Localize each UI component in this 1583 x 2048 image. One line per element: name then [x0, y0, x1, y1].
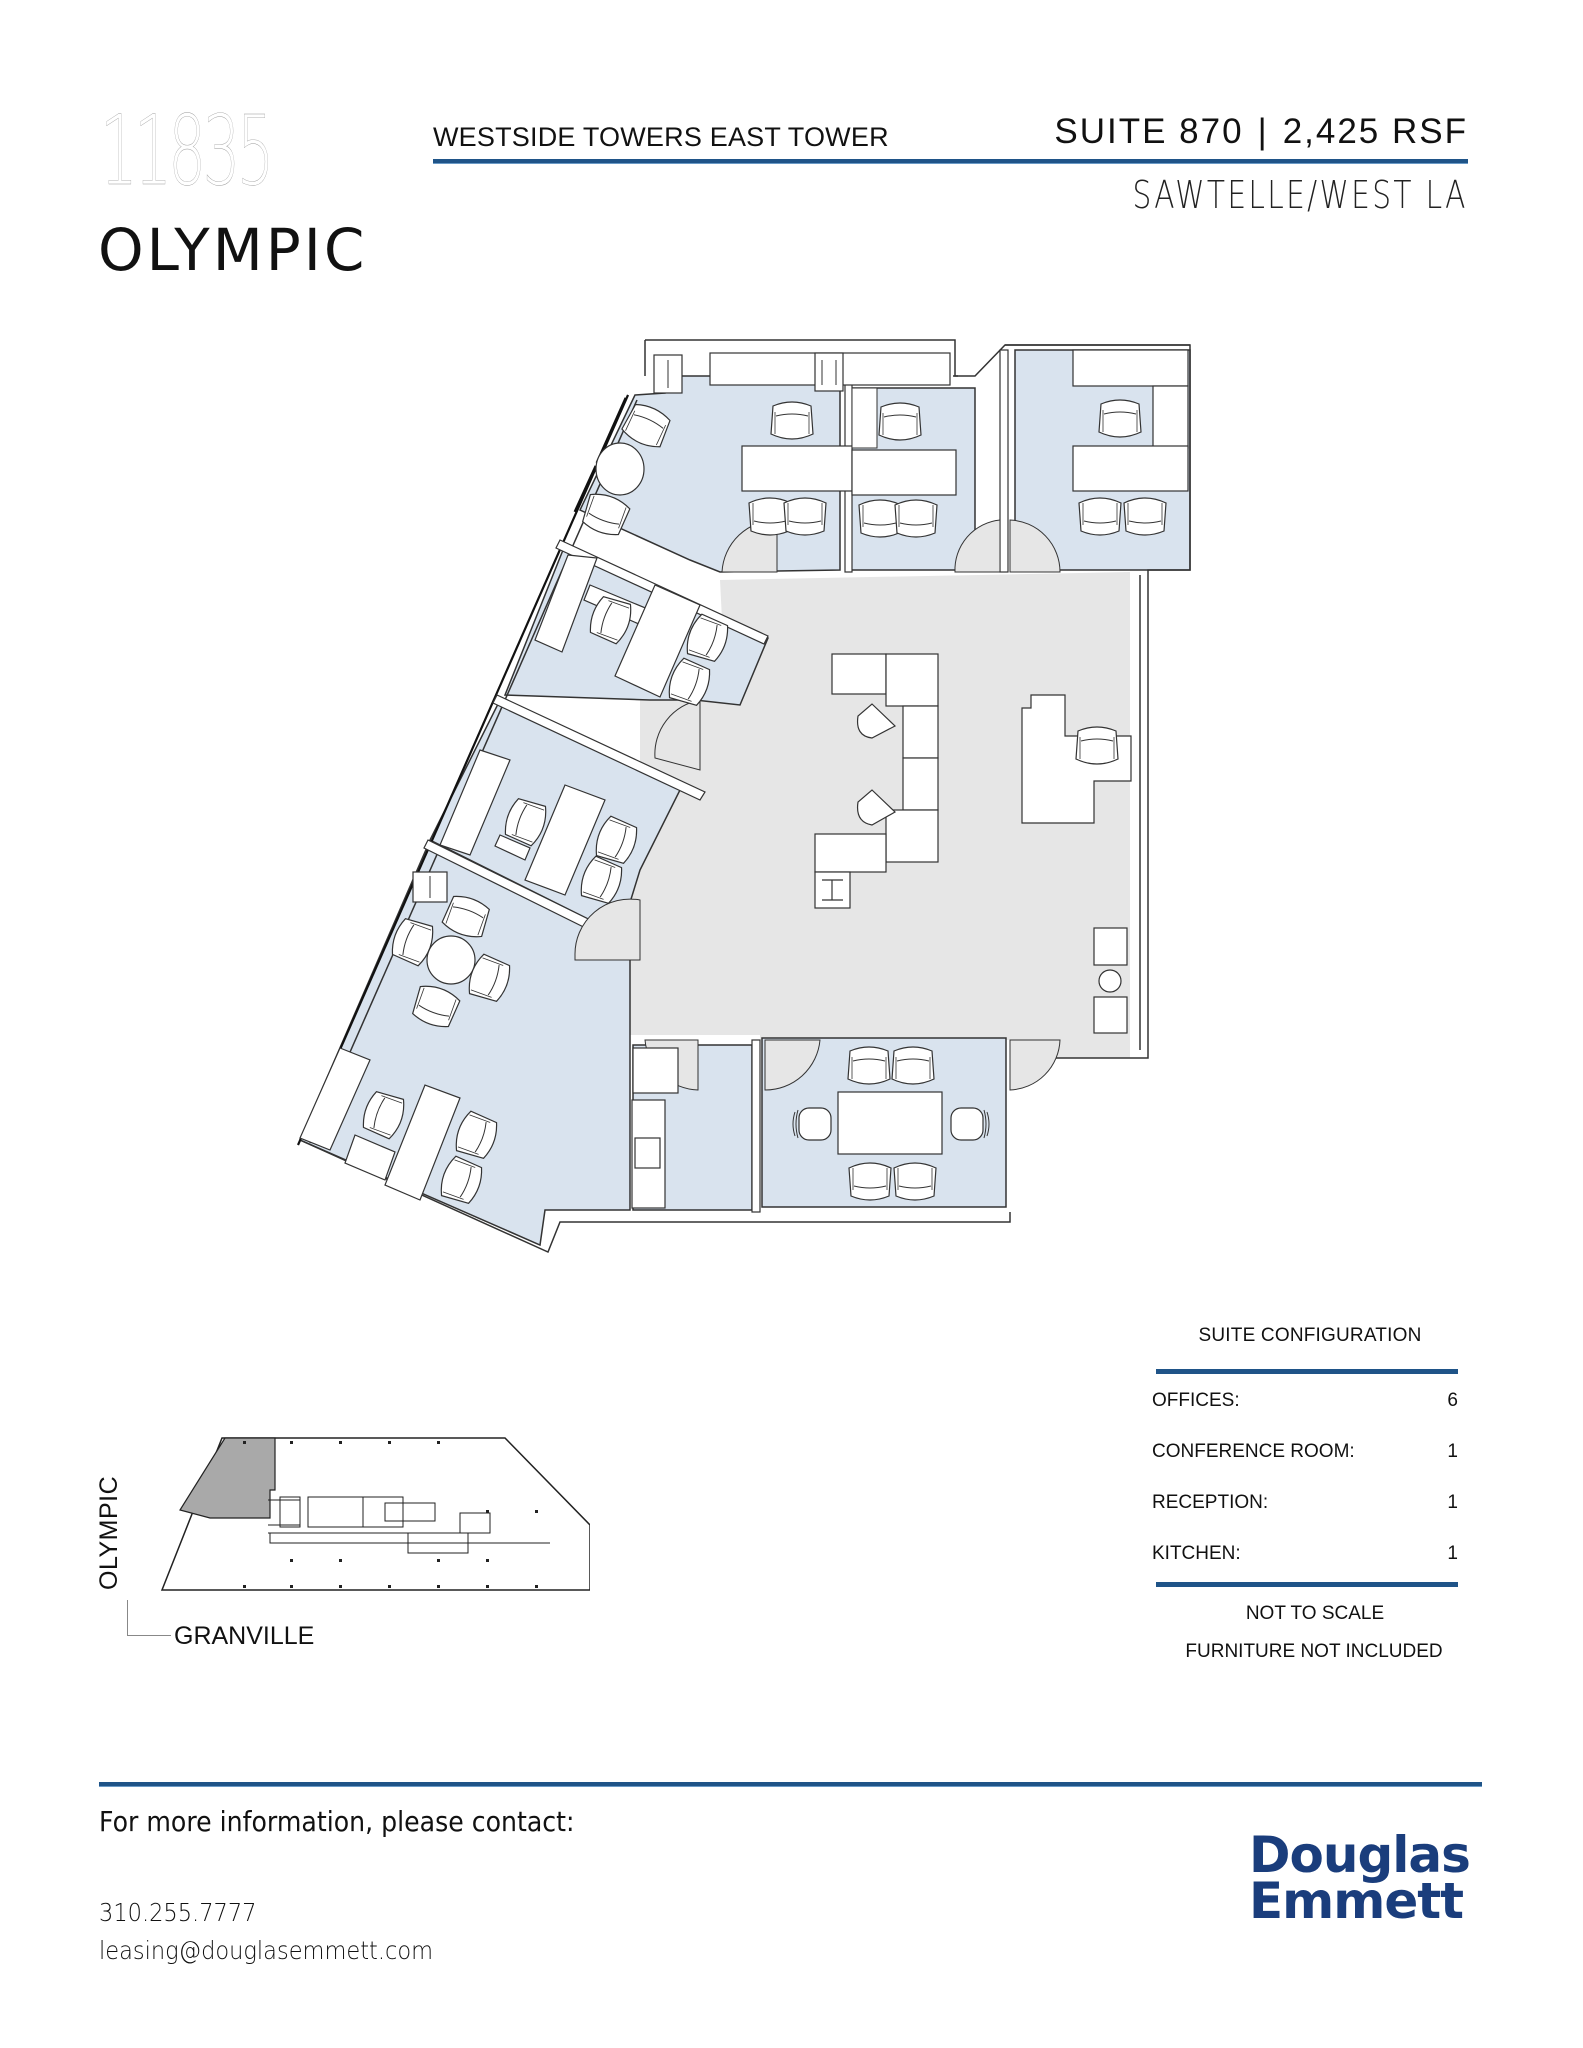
- office-5-furniture: [439, 749, 642, 908]
- suite-configuration: SUITE CONFIGURATION OFFICES: 6 CONFERENC…: [1152, 1325, 1458, 1663]
- office-2-furniture: [851, 387, 957, 538]
- footer-divider: [99, 1782, 1482, 1787]
- kitchen-furniture: [631, 1047, 679, 1209]
- contact-email[interactable]: leasing@douglasemmett.com: [99, 1936, 434, 1965]
- config-title: SUITE CONFIGURATION: [1198, 1325, 1422, 1346]
- config-value: 6: [1447, 1390, 1458, 1411]
- config-label: KITCHEN:: [1152, 1543, 1241, 1564]
- config-row-offices: OFFICES: 6: [1152, 1390, 1458, 1443]
- config-label: OFFICES:: [1152, 1390, 1240, 1411]
- office-1-furniture: [578, 352, 951, 540]
- config-value: 1: [1447, 1492, 1458, 1513]
- config-row-conference: CONFERENCE ROOM: 1: [1152, 1441, 1458, 1494]
- address-number: 11835: [100, 95, 275, 207]
- config-label: RECEPTION:: [1152, 1492, 1269, 1513]
- config-value: 1: [1447, 1441, 1458, 1462]
- note-not-to-scale: NOT TO SCALE: [1245, 1603, 1385, 1624]
- conference-furniture: [792, 1046, 990, 1201]
- address-street: OLYMPIC: [98, 216, 368, 284]
- config-value: 1: [1447, 1543, 1458, 1564]
- office-3-furniture: [1072, 349, 1189, 536]
- logo-line-1: Douglas: [1249, 1826, 1471, 1884]
- config-divider-top: [1156, 1369, 1458, 1374]
- config-divider-bottom: [1156, 1582, 1458, 1587]
- street-label-granville: GRANVILLE: [174, 1622, 315, 1650]
- note-furniture: FURNITURE NOT INCLUDED: [1185, 1641, 1443, 1662]
- floor-plan: [296, 339, 1191, 1254]
- suite-area: 2,425 RSF: [1282, 112, 1468, 151]
- config-row-kitchen: KITCHEN: 1: [1152, 1543, 1458, 1596]
- contact-heading: For more information, please contact:: [99, 1805, 575, 1838]
- building-name: WESTSIDE TOWERS EAST TOWER: [433, 122, 889, 152]
- config-label: CONFERENCE ROOM:: [1152, 1441, 1355, 1462]
- logo-line-2: Emmett: [1249, 1872, 1464, 1930]
- suite-separator: |: [1257, 112, 1269, 151]
- suite-number: SUITE 870: [1054, 112, 1244, 151]
- contact-phone[interactable]: 310.255.7777: [99, 1898, 257, 1927]
- street-leader-line: [127, 1600, 171, 1636]
- key-plan: [160, 1437, 590, 1591]
- key-plan-suite-highlight: [179, 1437, 276, 1519]
- suite-info: SUITE 870 | 2,425 RSF: [1054, 112, 1468, 152]
- office-4-furniture: [534, 554, 733, 710]
- config-rows: OFFICES: 6 CONFERENCE ROOM: 1 RECEPTION:…: [1152, 1390, 1458, 1596]
- office-6-furniture: [299, 871, 515, 1208]
- config-row-reception: RECEPTION: 1: [1152, 1492, 1458, 1545]
- submarket: SAWTELLE/WEST LA: [1132, 173, 1468, 217]
- reception-furniture: [814, 653, 1132, 1034]
- douglas-emmett-logo: Douglas Emmett: [1249, 1826, 1471, 1930]
- street-label-olympic: OLYMPIC: [95, 1475, 123, 1590]
- header-divider: [433, 159, 1468, 164]
